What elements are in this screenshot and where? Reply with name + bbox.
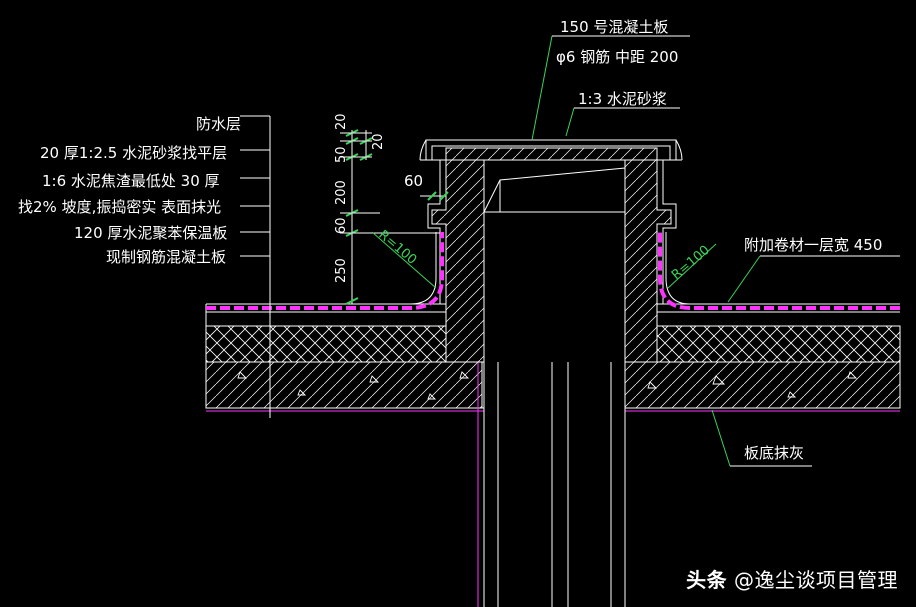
watermark: 头条 @逸尘谈项目管理 xyxy=(686,564,898,593)
top-label-slab: 150 号混凝土板 xyxy=(560,18,668,36)
watermark-handle: @逸尘谈项目管理 xyxy=(734,568,898,592)
waterproof-membrane xyxy=(206,232,900,310)
radius-labels: R=100 R=100 xyxy=(371,228,717,289)
upstand-curb xyxy=(427,159,677,363)
top-label-rebar: φ6 钢筋 中距 200 xyxy=(556,48,678,66)
top-label-mortar: 1:3 水泥砂浆 xyxy=(578,90,667,108)
dim-20-top: 20 xyxy=(334,113,349,130)
insulation-left xyxy=(205,325,447,363)
slab-left xyxy=(205,361,483,409)
dim-60-vertical: 60 xyxy=(334,217,349,234)
right-label-membrane: 附加卷材一层宽 450 xyxy=(744,236,882,254)
watermark-brand: 头条 xyxy=(686,568,728,592)
dim-20-side: 20 xyxy=(371,133,386,150)
cap-slab xyxy=(419,139,683,161)
dimension-chain: 20 20 50 200 60 250 xyxy=(334,113,440,305)
vent-pipe xyxy=(477,362,626,607)
left-labels: 防水层 20 厚1:2.5 水泥砂浆找平层 1:6 水泥焦渣最低处 30 厚 找… xyxy=(18,115,241,266)
radius-left: R=100 xyxy=(375,228,419,268)
radius-right: R=100 xyxy=(669,243,713,283)
insulation-right xyxy=(656,325,901,363)
label-slag-fill: 1:6 水泥焦渣最低处 30 厚 xyxy=(42,172,220,190)
dim-60-horizontal: 60 xyxy=(404,172,449,201)
label-slope: 找2% 坡度,振捣密实 表面抹光 xyxy=(18,198,221,216)
top-labels: 150 号混凝土板 φ6 钢筋 中距 200 1:3 水泥砂浆 xyxy=(531,18,690,141)
label-waterproof-layer: 防水层 xyxy=(196,115,241,133)
label-screed-layer: 20 厚1:2.5 水泥砂浆找平层 xyxy=(40,144,227,162)
dim-250: 250 xyxy=(334,258,349,283)
left-leader xyxy=(240,115,271,418)
slab-right xyxy=(624,361,901,409)
roof-layers xyxy=(205,303,901,412)
label-insulation: 120 厚水泥聚苯保温板 xyxy=(74,224,227,242)
dim-50: 50 xyxy=(334,146,349,163)
dim-60-label: 60 xyxy=(404,172,423,190)
label-concrete-slab: 现制钢筋混凝土板 xyxy=(106,248,226,266)
dim-200: 200 xyxy=(334,180,349,205)
bottom-label-plaster: 板底抹灰 xyxy=(744,444,804,462)
right-label-group: 附加卷材一层宽 450 xyxy=(727,236,900,303)
bottom-label-group: 板底抹灰 xyxy=(711,409,812,467)
